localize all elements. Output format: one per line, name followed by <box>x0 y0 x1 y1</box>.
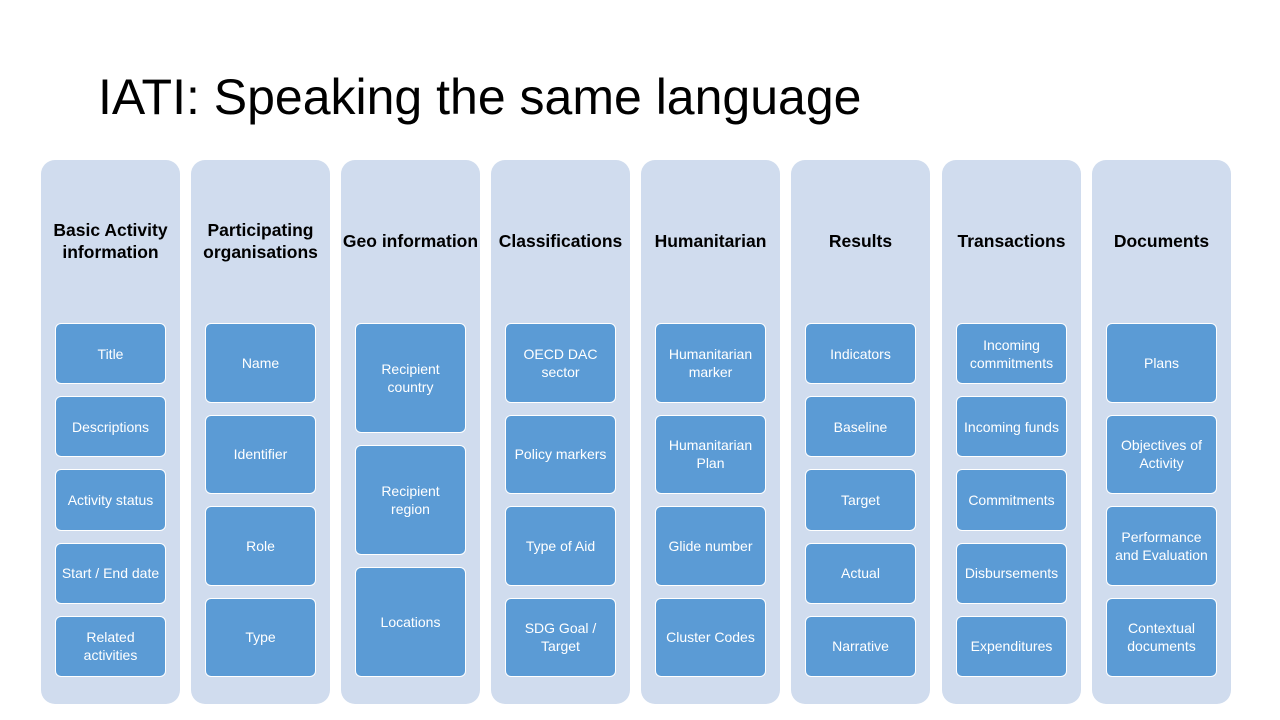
item-recipient-region: Recipient region <box>355 445 466 555</box>
item-performance-and-evaluation: Performance and Evaluation <box>1106 506 1217 586</box>
slide-title: IATI: Speaking the same language <box>98 69 862 125</box>
item-narrative: Narrative <box>805 615 916 677</box>
item-start-end-date: Start / End date <box>55 542 166 604</box>
item-type-of-aid: Type of Aid <box>505 506 616 586</box>
item-title: Title <box>55 323 166 385</box>
item-expenditures: Expenditures <box>956 615 1067 677</box>
item-indicators: Indicators <box>805 323 916 385</box>
item-related-activities: Related activities <box>55 615 166 677</box>
item-actual: Actual <box>805 542 916 604</box>
item-name: Name <box>205 323 316 403</box>
column-header: Basic Activity information <box>53 220 168 262</box>
item-policy-markers: Policy markers <box>505 414 616 494</box>
item-incoming-commitments: Incoming commitments <box>956 323 1067 385</box>
item-role: Role <box>205 506 316 586</box>
column-header: Results <box>828 231 893 251</box>
item-contextual-documents: Contextual documents <box>1106 597 1217 677</box>
item-locations: Locations <box>355 567 466 677</box>
column-header: Participating organisations <box>203 220 318 262</box>
item-descriptions: Descriptions <box>55 396 166 458</box>
item-baseline: Baseline <box>805 396 916 458</box>
item-oecd-dac-sector: OECD DAC sector <box>505 323 616 403</box>
item-type: Type <box>205 597 316 677</box>
item-recipient-country: Recipient country <box>355 323 466 433</box>
column-header: Geo information <box>342 231 479 251</box>
item-commitments: Commitments <box>956 469 1067 531</box>
item-target: Target <box>805 469 916 531</box>
column-header: Transactions <box>957 231 1066 251</box>
column-header: Documents <box>1113 231 1210 251</box>
item-objectives-of-activity: Objectives of Activity <box>1106 414 1217 494</box>
item-activity-status: Activity status <box>55 469 166 531</box>
item-humanitarian-plan: Humanitarian Plan <box>655 414 766 494</box>
column-header: Humanitarian <box>654 231 767 251</box>
item-sdg-goal-target: SDG Goal / Target <box>505 597 616 677</box>
item-incoming-funds: Incoming funds <box>956 396 1067 458</box>
item-disbursements: Disbursements <box>956 542 1067 604</box>
item-glide-number: Glide number <box>655 506 766 586</box>
item-plans: Plans <box>1106 323 1217 403</box>
column-header: Classifications <box>498 231 623 251</box>
item-humanitarian-marker: Humanitarian marker <box>655 323 766 403</box>
item-identifier: Identifier <box>205 414 316 494</box>
item-cluster-codes: Cluster Codes <box>655 597 766 677</box>
